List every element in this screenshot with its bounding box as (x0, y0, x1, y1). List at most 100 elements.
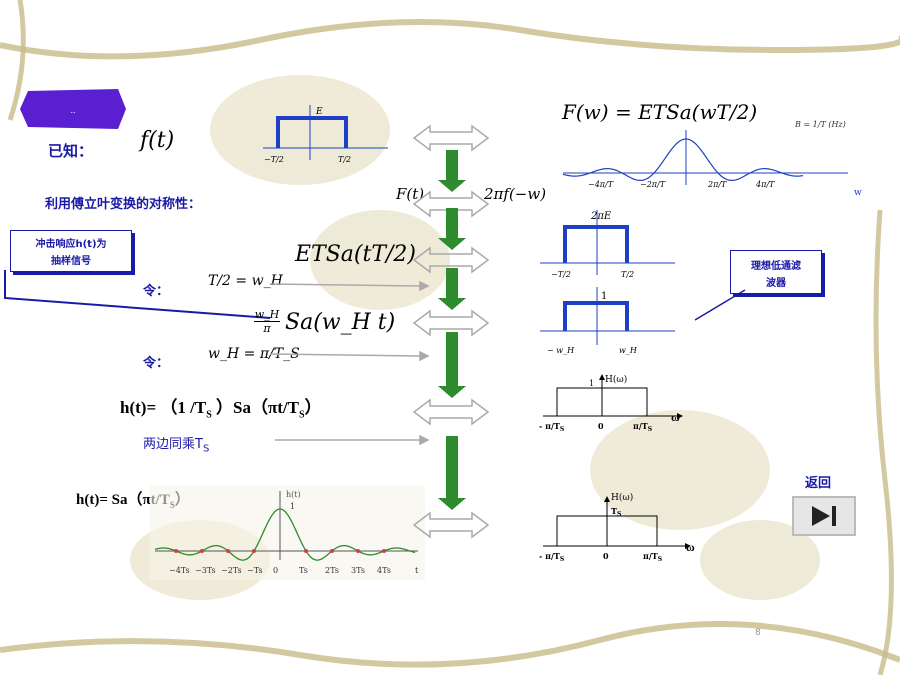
mult-label: 两边同乘TS (143, 433, 209, 455)
diamond-shape: .. (20, 89, 126, 129)
rect-pulse-2: 2πE −T/2 T/2 (540, 210, 675, 279)
ht-part-2: ）Sa（πt/T (211, 398, 299, 417)
impulse-callout-line (4, 270, 271, 319)
sym-formula-left: F(t) (396, 185, 425, 203)
sample-dot (356, 549, 360, 553)
sinc-b-tick: −2Ts (221, 566, 242, 575)
play-icon (812, 506, 836, 526)
down-arrow (438, 150, 466, 192)
sample-dot (174, 549, 178, 553)
rect3-top: 1 (601, 291, 607, 302)
h2-axis: ω (686, 540, 695, 554)
h2-left: - π/TS (539, 551, 564, 563)
return-label[interactable]: 返回 (805, 476, 832, 491)
rect1-right: T/2 (338, 155, 351, 164)
ideal-box-line2: 波器 (766, 278, 786, 289)
sinc-b-tick: 2Ts (325, 566, 339, 575)
down-arrow (438, 208, 466, 250)
sinc-b-tick: 4Ts (377, 566, 391, 575)
sinc-b-tick: −3Ts (195, 566, 216, 575)
sample-dot (304, 549, 308, 553)
h1-left: - π/TS (539, 421, 564, 433)
let-label-1: 令： (143, 284, 170, 299)
rect2-top: 2πE (590, 211, 612, 222)
down-arrow (438, 436, 466, 510)
double-arrow (412, 124, 490, 152)
rect-pulse-3: 1 − w_H w_H (540, 287, 675, 355)
wsa-coef: w_H π (254, 308, 280, 335)
h-filter-2: H(ω) TS - π/TS 0 π/TS (539, 492, 691, 563)
bandwidth-label: B = 1/T (Hz) (795, 120, 846, 129)
sinc-spectrum-top: −4π/T −2π/T 2π/T 4π/T w (562, 130, 862, 198)
page-number: 8 (755, 628, 761, 638)
flow-arrows (412, 124, 490, 539)
ft-label: f(t) (140, 128, 175, 153)
h2-title: H(ω) (611, 492, 633, 503)
wsa-label: Sa(w_H t) (285, 310, 396, 335)
ideal-box-line1: 理想低通滤 (751, 261, 801, 272)
down-arrow (438, 332, 466, 398)
diamond-label: .. (70, 106, 75, 115)
ht-sub-2: S (299, 409, 305, 421)
ht-part-1: h(t)= （1 /T (120, 398, 207, 417)
double-arrow (412, 398, 490, 426)
eq-T2: T/2 = w_H (208, 273, 283, 289)
double-arrow (412, 190, 490, 218)
sym-formula-right: 2πf(−w) (484, 185, 547, 203)
double-arrow (412, 309, 490, 337)
h1-title: H(ω) (605, 374, 627, 385)
ht2-part-1: h(t)= Sa（πt/T (76, 492, 170, 508)
h2-ts: TS (611, 506, 621, 518)
rect-pulse-1: E −T/2 T/2 (263, 105, 388, 164)
sinc-tick-2: −2π/T (640, 180, 666, 189)
h2-zero: 0 (603, 551, 609, 561)
let-label-2: 令： (143, 356, 170, 371)
down-arrow (438, 268, 466, 310)
sinc-tick-1: −4π/T (588, 180, 614, 189)
rect3-right: w_H (619, 346, 638, 355)
sinc-axis: w (854, 188, 862, 198)
ht-sub-1: S (206, 409, 212, 421)
sinc-tick-3: 2π/T (707, 180, 727, 189)
next-button[interactable] (792, 496, 856, 536)
ht-part-3: ） (304, 398, 322, 417)
wsa-coef-num: w_H (254, 308, 280, 322)
sinc-b-tick: Ts (299, 566, 308, 575)
sinc-b-one: 1 (290, 502, 295, 511)
h1-right: π/TS (633, 421, 652, 433)
rect1-E: E (315, 107, 323, 117)
known-label: 已知： (48, 142, 94, 160)
symmetry-label: 利用傅立叶变换的对称性： (45, 197, 202, 212)
impulse-box: 冲击响应h(t)为 抽样信号 (10, 230, 132, 272)
fw-label: F(w) = ETSa(wT/2) (562, 100, 758, 124)
sinc-b-tick: 0 (273, 566, 278, 575)
sample-dot (226, 549, 230, 553)
h1-zero: 0 (598, 421, 604, 431)
sinc-b-tick: −Ts (247, 566, 263, 575)
mult-text: 两边同乘T (143, 437, 203, 452)
sinc-tick-4: 4π/T (755, 180, 775, 189)
ht-formula: h(t)= （1 /TS ）Sa（πt/TS） (120, 393, 322, 420)
pointer-arrows (270, 280, 430, 446)
sinc-b-tick: 3Ts (351, 566, 365, 575)
sinc-b-title: h(t) (286, 490, 301, 499)
sample-dot (200, 549, 204, 553)
ideal-lpf-box: 理想低通滤 波器 (730, 250, 822, 294)
rect2-left: −T/2 (551, 270, 571, 279)
sample-dot (330, 549, 334, 553)
rect2-right: T/2 (621, 270, 634, 279)
rect3-left: − w_H (547, 346, 575, 355)
eq-wH: w_H = π/T_S (208, 346, 300, 362)
sinc-b-axis: t (415, 566, 419, 575)
h1-axis: ω (671, 410, 680, 424)
sample-dot (252, 549, 256, 553)
double-arrow (412, 246, 490, 274)
impulse-box-line2: 抽样信号 (51, 256, 91, 267)
mult-sub: S (202, 443, 210, 455)
sample-dot (382, 549, 386, 553)
ideal-callout-line (694, 289, 746, 321)
wsa-coef-den: π (263, 322, 271, 335)
h1-one: 1 (589, 379, 594, 388)
